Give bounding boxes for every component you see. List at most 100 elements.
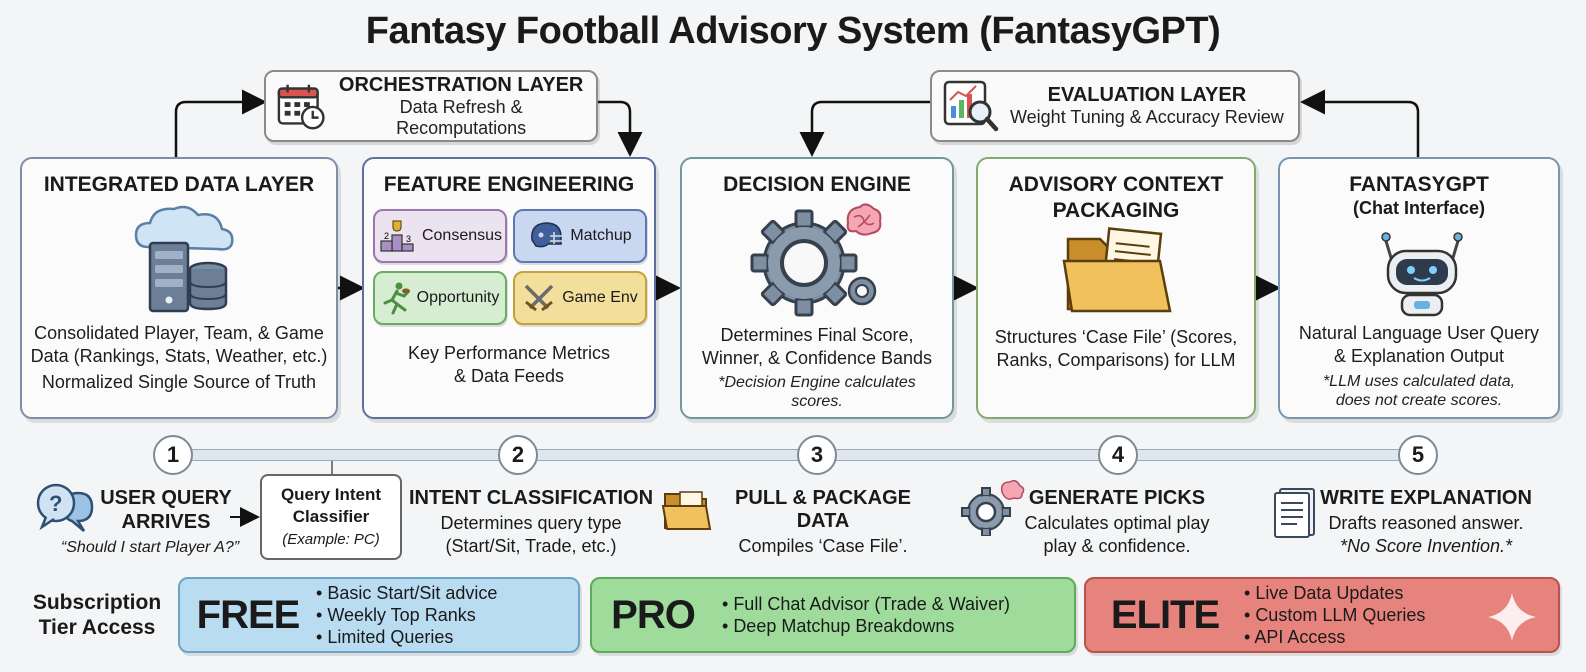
tier-feature: Full Chat Advisor (Trade & Waiver) [722,593,1010,615]
runner-icon [383,282,410,315]
calendar-clock-icon [277,84,325,130]
data-desc-2: Data (Rankings, Stats, Weather, etc.) [30,346,328,366]
step-title: GENERATE PICKS [1028,487,1206,509]
tier-feature: Basic Start/Sit advice [316,582,497,604]
classifier-title-1: Query Intent [280,485,382,504]
question-chat-icon: ? [36,483,94,532]
query-example: “Should I start Player A?” [60,539,240,556]
feature-engineering-panel: FEATURE ENGINEERING 2 3 Consensus Matchu… [362,157,656,419]
step-title: WRITE EXPLANATION [1320,487,1532,509]
step-generate-picks: GENERATE PICKS Calculates optimal play p… [1010,487,1224,558]
subscription-label: Subscription Tier Access [22,590,172,640]
robot-icon [1381,232,1463,317]
step-number-3: 3 [797,435,837,475]
data-desc-1: Consolidated Player, Team, & Game [34,323,324,343]
tier-name: PRO [611,592,696,637]
feature-desc-1: Key Performance Metrics [407,343,611,363]
context-desc-2: Ranks, Comparisons) for LLM [996,350,1236,370]
panel-title-1: ADVISORY CONTEXT [1008,173,1224,196]
decision-engine-panel: DECISION ENGINE [680,157,954,419]
gears-brain-icon [750,203,882,317]
chart-magnifier-icon [943,80,999,132]
svg-text:3: 3 [406,234,411,244]
gear-brain-icon [961,480,1025,536]
tier-name: ELITE [1110,592,1220,637]
data-desc-3: Normalized Single Source of Truth [41,372,317,392]
orchestration-title: ORCHESTRATION LAYER [338,73,584,96]
gpt-desc-1: Natural Language User Query [1298,323,1540,343]
classifier-title-2: Classifier [292,507,370,526]
step-desc-1: Drafts reasoned answer. [1328,513,1524,533]
tier-free[interactable]: FREE Basic Start/Sit advice Weekly Top R… [178,577,580,653]
panel-subtitle: (Chat Interface) [1352,198,1486,218]
tier-feature: Deep Matchup Breakdowns [722,615,1010,637]
helmet-icon [531,222,563,248]
workflow-timeline [172,449,1418,461]
query-intent-classifier: Query Intent Classifier (Example: PC) [260,474,402,560]
evaluation-title: EVALUATION LAYER [1047,84,1247,106]
step-number-5: 5 [1398,435,1438,475]
gpt-note-2: does not create scores. [1335,392,1503,409]
step-desc-2: (Start/Sit, Trade, etc.) [445,536,617,556]
step-title: INTENT CLASSIFICATION [408,487,654,509]
step-title-1: USER QUERY [100,487,232,509]
step-desc-2: play & confidence. [1043,536,1191,556]
tier-name: FREE [196,592,301,637]
folder-document-icon [1062,227,1172,313]
step-number-2: 2 [498,435,538,475]
panel-title: INTEGRATED DATA LAYER [43,173,315,196]
gpt-desc-2: & Explanation Output [1333,346,1505,366]
evaluation-subtitle: Weight Tuning & Accuracy Review [1010,107,1284,127]
tier-pro[interactable]: PRO Full Chat Advisor (Trade & Waiver) D… [590,577,1076,653]
chip-label: Matchup [570,227,632,244]
tier-elite[interactable]: ELITE Live Data Updates Custom LLM Queri… [1084,577,1560,653]
tier-features: Live Data Updates Custom LLM Queries API… [1244,582,1425,648]
chip-matchup: Matchup [513,209,647,263]
advisory-context-panel: ADVISORY CONTEXT PACKAGING Structures ‘C… [976,157,1256,419]
step-write-explanation: WRITE EXPLANATION Drafts reasoned answer… [1320,487,1532,558]
tier-feature: Weekly Top Ranks [316,604,497,626]
step-number-1: 1 [153,435,193,475]
chip-game-env: Game Env [513,271,647,325]
integrated-data-panel: INTEGRATED DATA LAYER Consolidated Playe… [20,157,338,419]
chip-opportunity: Opportunity [373,271,507,325]
panel-title: FANTASYGPT [1349,173,1489,196]
step-desc-2: *No Score Invention.* [1339,536,1513,556]
document-icon [1274,488,1315,538]
panel-title: FEATURE ENGINEERING [383,173,635,196]
decision-desc-2: Winner, & Confidence Bands [701,348,933,368]
step-title-2: ARRIVES [121,511,211,533]
evaluation-layer: EVALUATION LAYER Weight Tuning & Accurac… [930,70,1300,142]
gpt-note-1: *LLM uses calculated data, [1322,373,1516,390]
cloud-database-icon [134,205,234,313]
feature-desc-2: & Data Feeds [453,366,565,386]
chip-consensus: 2 3 Consensus [373,209,507,263]
decision-note-1: *Decision Engine calculates [718,374,916,391]
svg-text:2: 2 [384,231,389,241]
classifier-example: (Example: PC) [282,531,380,548]
panel-title-2: PACKAGING [1052,199,1180,222]
tier-feature: Custom LLM Queries [1244,604,1425,626]
step-title: PULL & PACKAGE DATA [735,487,911,532]
tier-feature: API Access [1244,626,1425,648]
step-intent-classification: INTENT CLASSIFICATION Determines query t… [408,487,654,558]
orchestration-subtitle: Data Refresh & Recomputations [396,96,527,138]
decision-desc-1: Determines Final Score, [720,325,914,345]
tier-feature: Limited Queries [316,626,497,648]
tier-feature: Live Data Updates [1244,582,1425,604]
tier-features: Basic Start/Sit advice Weekly Top Ranks … [316,582,497,648]
podium-icon: 2 3 [380,220,414,252]
decision-note-2: scores. [791,393,843,410]
step-desc-1: Calculates optimal play [1024,513,1210,533]
tier-features: Full Chat Advisor (Trade & Waiver) Deep … [722,593,1010,637]
step-pull-package: PULL & PACKAGE DATA Compiles ‘Case File’… [712,487,934,558]
fantasygpt-panel: FANTASYGPT (Chat Interface) Natural Lang… [1278,157,1560,419]
step-user-query: USER QUERY ARRIVES [100,486,232,534]
step-desc-1: Compiles ‘Case File’. [738,536,908,556]
subscription-label-2: Tier Access [38,616,156,639]
chip-label: Opportunity [416,289,500,306]
orchestration-layer: ORCHESTRATION LAYER Data Refresh & Recom… [264,70,598,142]
chip-label: Consensus [421,227,503,244]
panel-title: DECISION ENGINE [723,173,911,196]
chip-label: Game Env [562,289,638,306]
